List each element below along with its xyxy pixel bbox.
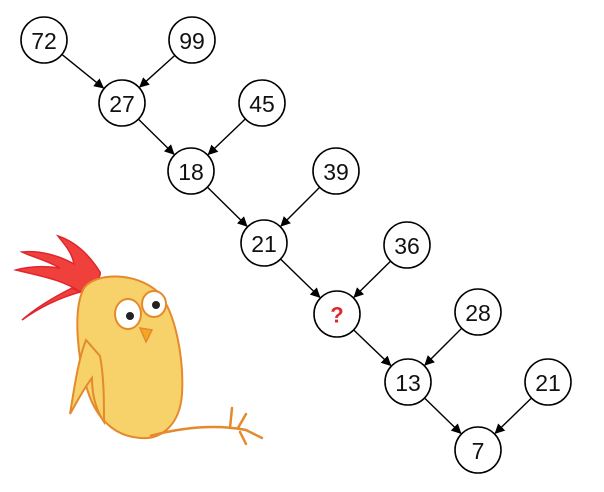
edge-n72-to-n27 xyxy=(61,53,105,89)
edge-n45-to-n18 xyxy=(207,118,246,156)
node-circle xyxy=(20,16,68,64)
diagram-nodes: 72 99 27 45 18 39 21 36? 28 13 21 7 xyxy=(20,16,572,474)
node-circle xyxy=(383,221,431,269)
edge-nq-to-n13 xyxy=(353,329,392,367)
node-circle xyxy=(312,147,360,195)
node-label: 21 xyxy=(535,370,561,396)
chick-crest xyxy=(13,234,101,293)
node-circle xyxy=(98,79,146,127)
node-n45: 45 xyxy=(238,79,286,127)
node-label: 18 xyxy=(178,159,204,185)
node-circle xyxy=(384,358,432,406)
edge-n36-to-nq xyxy=(353,260,392,298)
node-label: 28 xyxy=(465,300,491,326)
node-unknown: ? xyxy=(313,290,361,338)
node-n39: 39 xyxy=(312,147,360,195)
node-circle xyxy=(313,290,361,338)
edge-n39-to-n21a xyxy=(280,186,321,227)
chick-leg xyxy=(149,425,247,438)
node-circle xyxy=(524,358,572,406)
node-circle xyxy=(454,288,502,336)
edge-n27-to-n18 xyxy=(137,118,175,155)
node-n21b: 21 xyxy=(524,358,572,406)
node-circle xyxy=(168,16,216,64)
chick-wing xyxy=(69,338,106,426)
node-circle xyxy=(454,426,502,474)
node-label: 27 xyxy=(109,91,135,117)
diagram-edges xyxy=(61,53,532,434)
node-label: 36 xyxy=(394,233,420,259)
node-circle xyxy=(240,219,288,267)
node-n21a: 21 xyxy=(240,219,288,267)
chick-illustration xyxy=(13,234,264,446)
node-n99: 99 xyxy=(168,16,216,64)
node-n36: 36 xyxy=(383,221,431,269)
node-label: 21 xyxy=(251,231,277,257)
node-n7: 7 xyxy=(454,426,502,474)
node-n13: 13 xyxy=(384,358,432,406)
node-n18: 18 xyxy=(167,147,215,195)
node-label: 39 xyxy=(323,159,349,185)
node-label: 72 xyxy=(31,28,57,54)
node-label: ? xyxy=(330,303,343,328)
chick-beak xyxy=(138,327,154,344)
edge-n21b-to-n7 xyxy=(494,397,532,434)
node-label: 13 xyxy=(395,370,421,396)
node-n28: 28 xyxy=(454,288,502,336)
node-label: 99 xyxy=(179,28,205,54)
node-n72: 72 xyxy=(20,16,68,64)
node-label: 7 xyxy=(472,438,485,464)
node-label: 45 xyxy=(249,91,275,117)
edge-n13-to-n7 xyxy=(424,397,462,434)
edge-n99-to-n27 xyxy=(139,54,176,88)
node-circle xyxy=(238,79,286,127)
node-circle xyxy=(167,147,215,195)
edge-n18-to-n21a xyxy=(206,186,248,227)
node-n27: 27 xyxy=(98,79,146,127)
edge-n28-to-n13 xyxy=(424,327,463,366)
edge-n21a-to-nq xyxy=(279,258,321,298)
